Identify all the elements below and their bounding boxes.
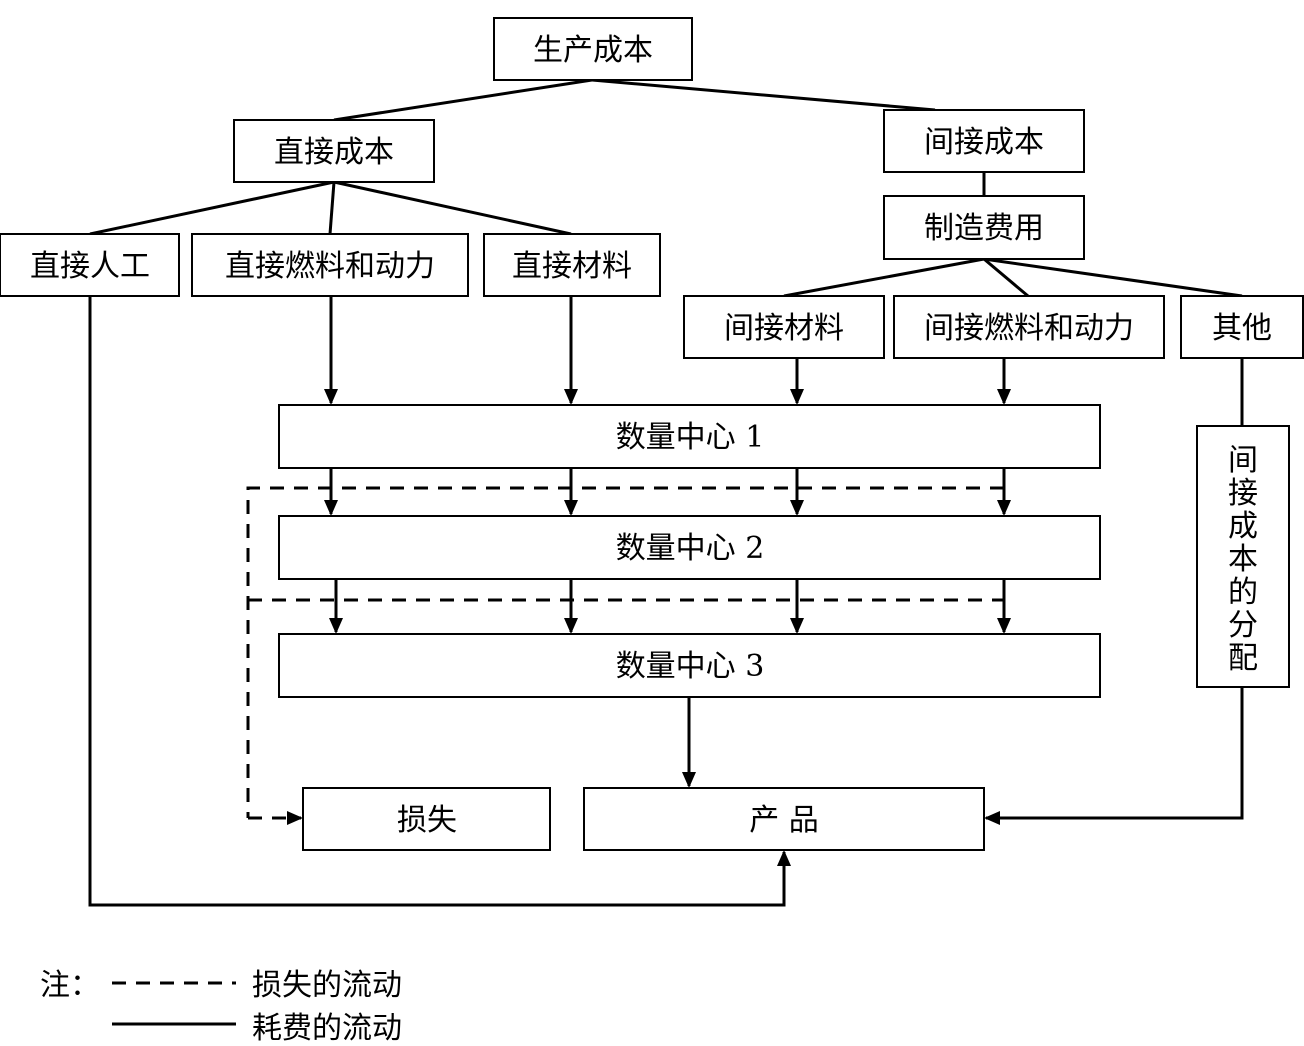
node-loss-label: 损失 xyxy=(397,803,457,838)
node-other: 其他 xyxy=(1180,295,1304,359)
node-direct-fuel-power: 直接燃料和动力 xyxy=(191,233,469,297)
node-product: 产 品 xyxy=(583,787,985,851)
node-other-label: 其他 xyxy=(1212,311,1272,346)
tree-connectors xyxy=(89,78,1243,298)
node-production-cost: 生产成本 xyxy=(493,17,693,81)
node-direct-labor: 直接人工 xyxy=(0,233,180,297)
node-product-label: 产 品 xyxy=(749,803,819,838)
node-quantity-center-2: 数量中心 2 xyxy=(278,515,1101,580)
node-indirect-cost-allocation-label: 间接成本的分配 xyxy=(1228,443,1258,676)
node-loss: 损失 xyxy=(302,787,551,851)
node-indirect-material-label: 间接材料 xyxy=(724,311,844,346)
node-quantity-center-1: 数量中心 1 xyxy=(278,404,1101,469)
node-quantity-center-3: 数量中心 3 xyxy=(278,633,1101,698)
node-direct-material: 直接材料 xyxy=(483,233,661,297)
node-indirect-cost-label: 间接成本 xyxy=(924,125,1044,160)
node-quantity-center-2-label: 数量中心 2 xyxy=(616,531,765,566)
direct-labor-flow xyxy=(88,296,791,907)
node-production-cost-label: 生产成本 xyxy=(533,33,653,68)
node-indirect-material: 间接材料 xyxy=(683,295,885,359)
node-quantity-center-1-label: 数量中心 1 xyxy=(616,420,765,455)
arrows-into-center-1 xyxy=(324,296,1011,405)
arrows-center-1-to-2 xyxy=(324,468,1011,516)
node-direct-fuel-power-label: 直接燃料和动力 xyxy=(225,249,435,284)
node-direct-cost-label: 直接成本 xyxy=(274,135,394,170)
node-direct-cost: 直接成本 xyxy=(233,119,435,183)
legend-note-label: 注： xyxy=(40,968,100,1003)
arrows-center-2-to-3 xyxy=(329,579,1011,634)
legend-solid-label: 耗费的流动 xyxy=(252,1011,402,1046)
node-manufacturing-overhead-label: 制造费用 xyxy=(924,211,1044,246)
node-indirect-fuel-power-label: 间接燃料和动力 xyxy=(924,311,1134,346)
legend-dashed-label: 损失的流动 xyxy=(252,968,402,1003)
node-indirect-cost-allocation: 间接成本的分配 xyxy=(1196,425,1290,688)
node-manufacturing-overhead: 制造费用 xyxy=(883,195,1085,260)
node-quantity-center-3-label: 数量中心 3 xyxy=(616,649,765,684)
legend: 注： 损失的流动 耗费的流动 xyxy=(40,968,402,1046)
loss-flow-dashed xyxy=(246,486,1004,825)
node-direct-labor-label: 直接人工 xyxy=(30,249,150,284)
node-indirect-fuel-power: 间接燃料和动力 xyxy=(893,295,1165,359)
node-direct-material-label: 直接材料 xyxy=(512,249,632,284)
node-indirect-cost: 间接成本 xyxy=(883,109,1085,173)
indirect-allocation-flow xyxy=(984,358,1244,825)
